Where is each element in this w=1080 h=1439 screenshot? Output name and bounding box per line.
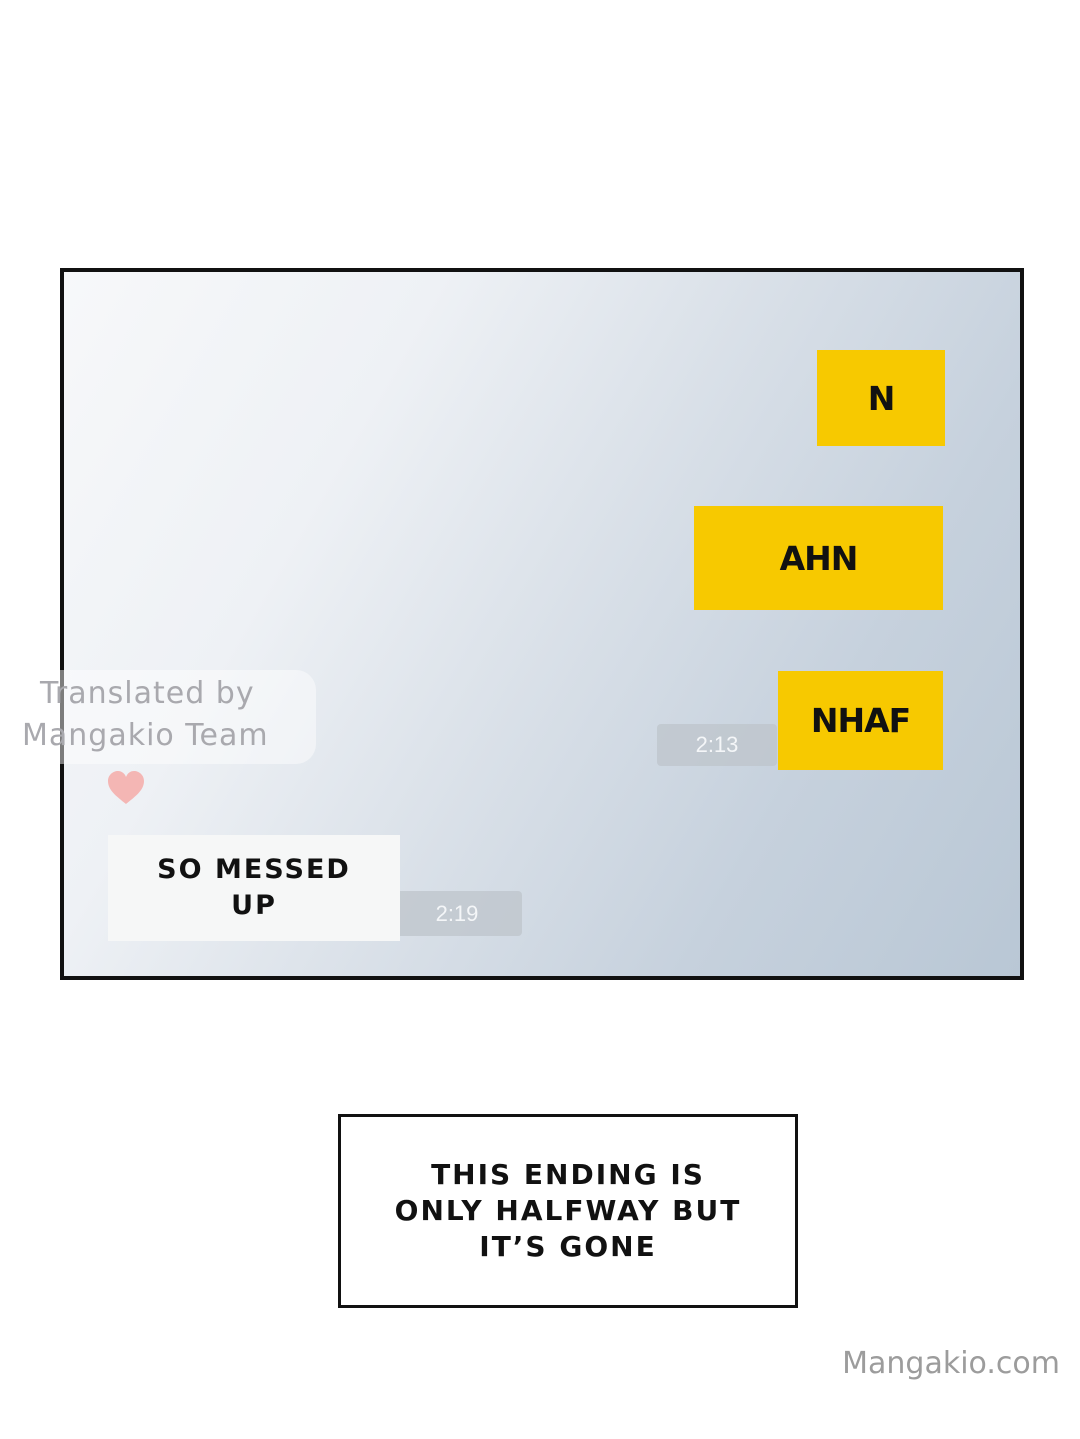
received-message-bubble: SO MESSED UP <box>108 835 400 941</box>
sent-message-text: N <box>867 378 896 418</box>
timestamp-text: 2:13 <box>695 732 739 757</box>
message-timestamp: 2:19 <box>392 891 522 936</box>
sent-message-bubble: AHN <box>694 506 943 610</box>
sent-message-bubble: NHAF <box>778 671 943 770</box>
heart-icon <box>108 771 144 804</box>
watermark-line-2: Mangakio Team <box>22 718 269 753</box>
watermark-line-1: Translated by <box>40 676 255 711</box>
sent-message-bubble: N <box>817 350 945 446</box>
sent-message-text: AHN <box>779 538 859 578</box>
translator-watermark <box>6 670 316 764</box>
sent-message-text: NHAF <box>810 701 911 740</box>
caption-text: THIS ENDING IS ONLY HALFWAY BUT IT’S GON… <box>394 1158 742 1263</box>
timestamp-text: 2:19 <box>435 900 479 926</box>
caption-box: THIS ENDING IS ONLY HALFWAY BUT IT’S GON… <box>338 1114 798 1308</box>
message-timestamp: 2:13 <box>657 724 777 766</box>
received-message-text: SO MESSED UP <box>157 854 351 921</box>
site-watermark: Mangakio.com <box>842 1346 1060 1381</box>
